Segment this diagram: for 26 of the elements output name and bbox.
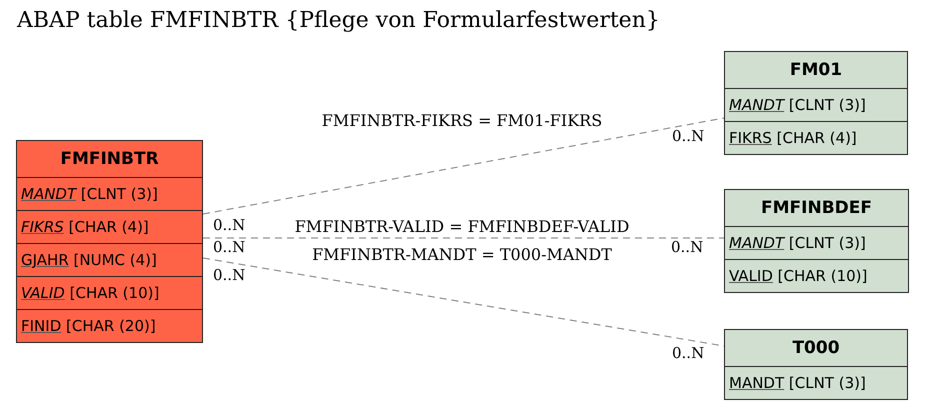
cardinality-label: 0..N [671,240,704,255]
field-text: VALID [CHAR (10)] [21,284,160,302]
table-name: FM01 [790,60,842,80]
table-box [724,189,909,293]
cardinality-label: 0..N [213,218,246,233]
field-text: MANDT [CLNT (3)] [21,185,158,203]
field-text: MANDT [CLNT (3)] [729,234,866,252]
table-name: T000 [792,338,840,358]
cardinality-label: 0..N [213,268,246,283]
field-text: FIKRS [CHAR (4)] [729,129,857,147]
diagram-title: ABAP table FMFINBTR {Pflege von Formularfestwerten} [17,7,660,35]
table-name: FMFINBTR [60,149,159,169]
relationship-line [202,118,724,214]
field-text: VALID [CHAR (10)] [729,267,868,285]
field-text: MANDT [CLNT (3)] [729,96,866,114]
cardinality-label: 0..N [672,346,704,361]
table-name: FMFINBDEF [761,198,872,218]
cardinality-label: 0..N [672,129,704,144]
field-text: FINID [CHAR (20)] [21,317,156,335]
field-text: MANDT [CLNT (3)] [729,374,866,392]
table-box [16,140,203,343]
table-box [724,51,908,155]
cardinality-label: 0..N [213,240,246,255]
field-text: GJAHR [NUMC (4)] [21,251,157,269]
field-text: FIKRS [CHAR (4)] [21,218,149,236]
table-box [724,329,908,400]
